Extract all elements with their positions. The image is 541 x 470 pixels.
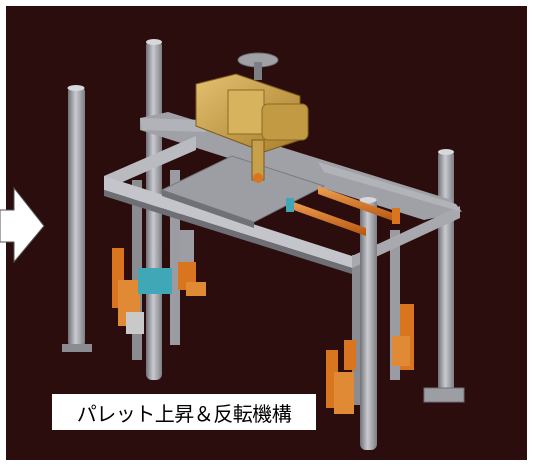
cylinder-rod-upper bbox=[318, 186, 396, 222]
clamp-cyan-block bbox=[138, 268, 172, 294]
cylinder-rod-lower bbox=[288, 200, 366, 236]
right-clamp-assembly bbox=[326, 304, 414, 414]
post-back-right bbox=[438, 150, 454, 395]
frame-beam-left bbox=[104, 136, 196, 190]
lift-plate bbox=[160, 155, 326, 223]
caption-label: パレット上昇＆反転機構 bbox=[52, 394, 316, 430]
left-clamp-assembly bbox=[112, 230, 206, 334]
caption-text: パレット上昇＆反転機構 bbox=[76, 401, 292, 426]
post-front-left bbox=[68, 86, 85, 348]
post-front-right bbox=[360, 198, 377, 450]
frame-beam-back bbox=[140, 112, 452, 220]
arrow-right-icon bbox=[0, 186, 45, 264]
post-foot-back-right bbox=[423, 387, 465, 403]
frame-beam-right bbox=[352, 206, 460, 268]
